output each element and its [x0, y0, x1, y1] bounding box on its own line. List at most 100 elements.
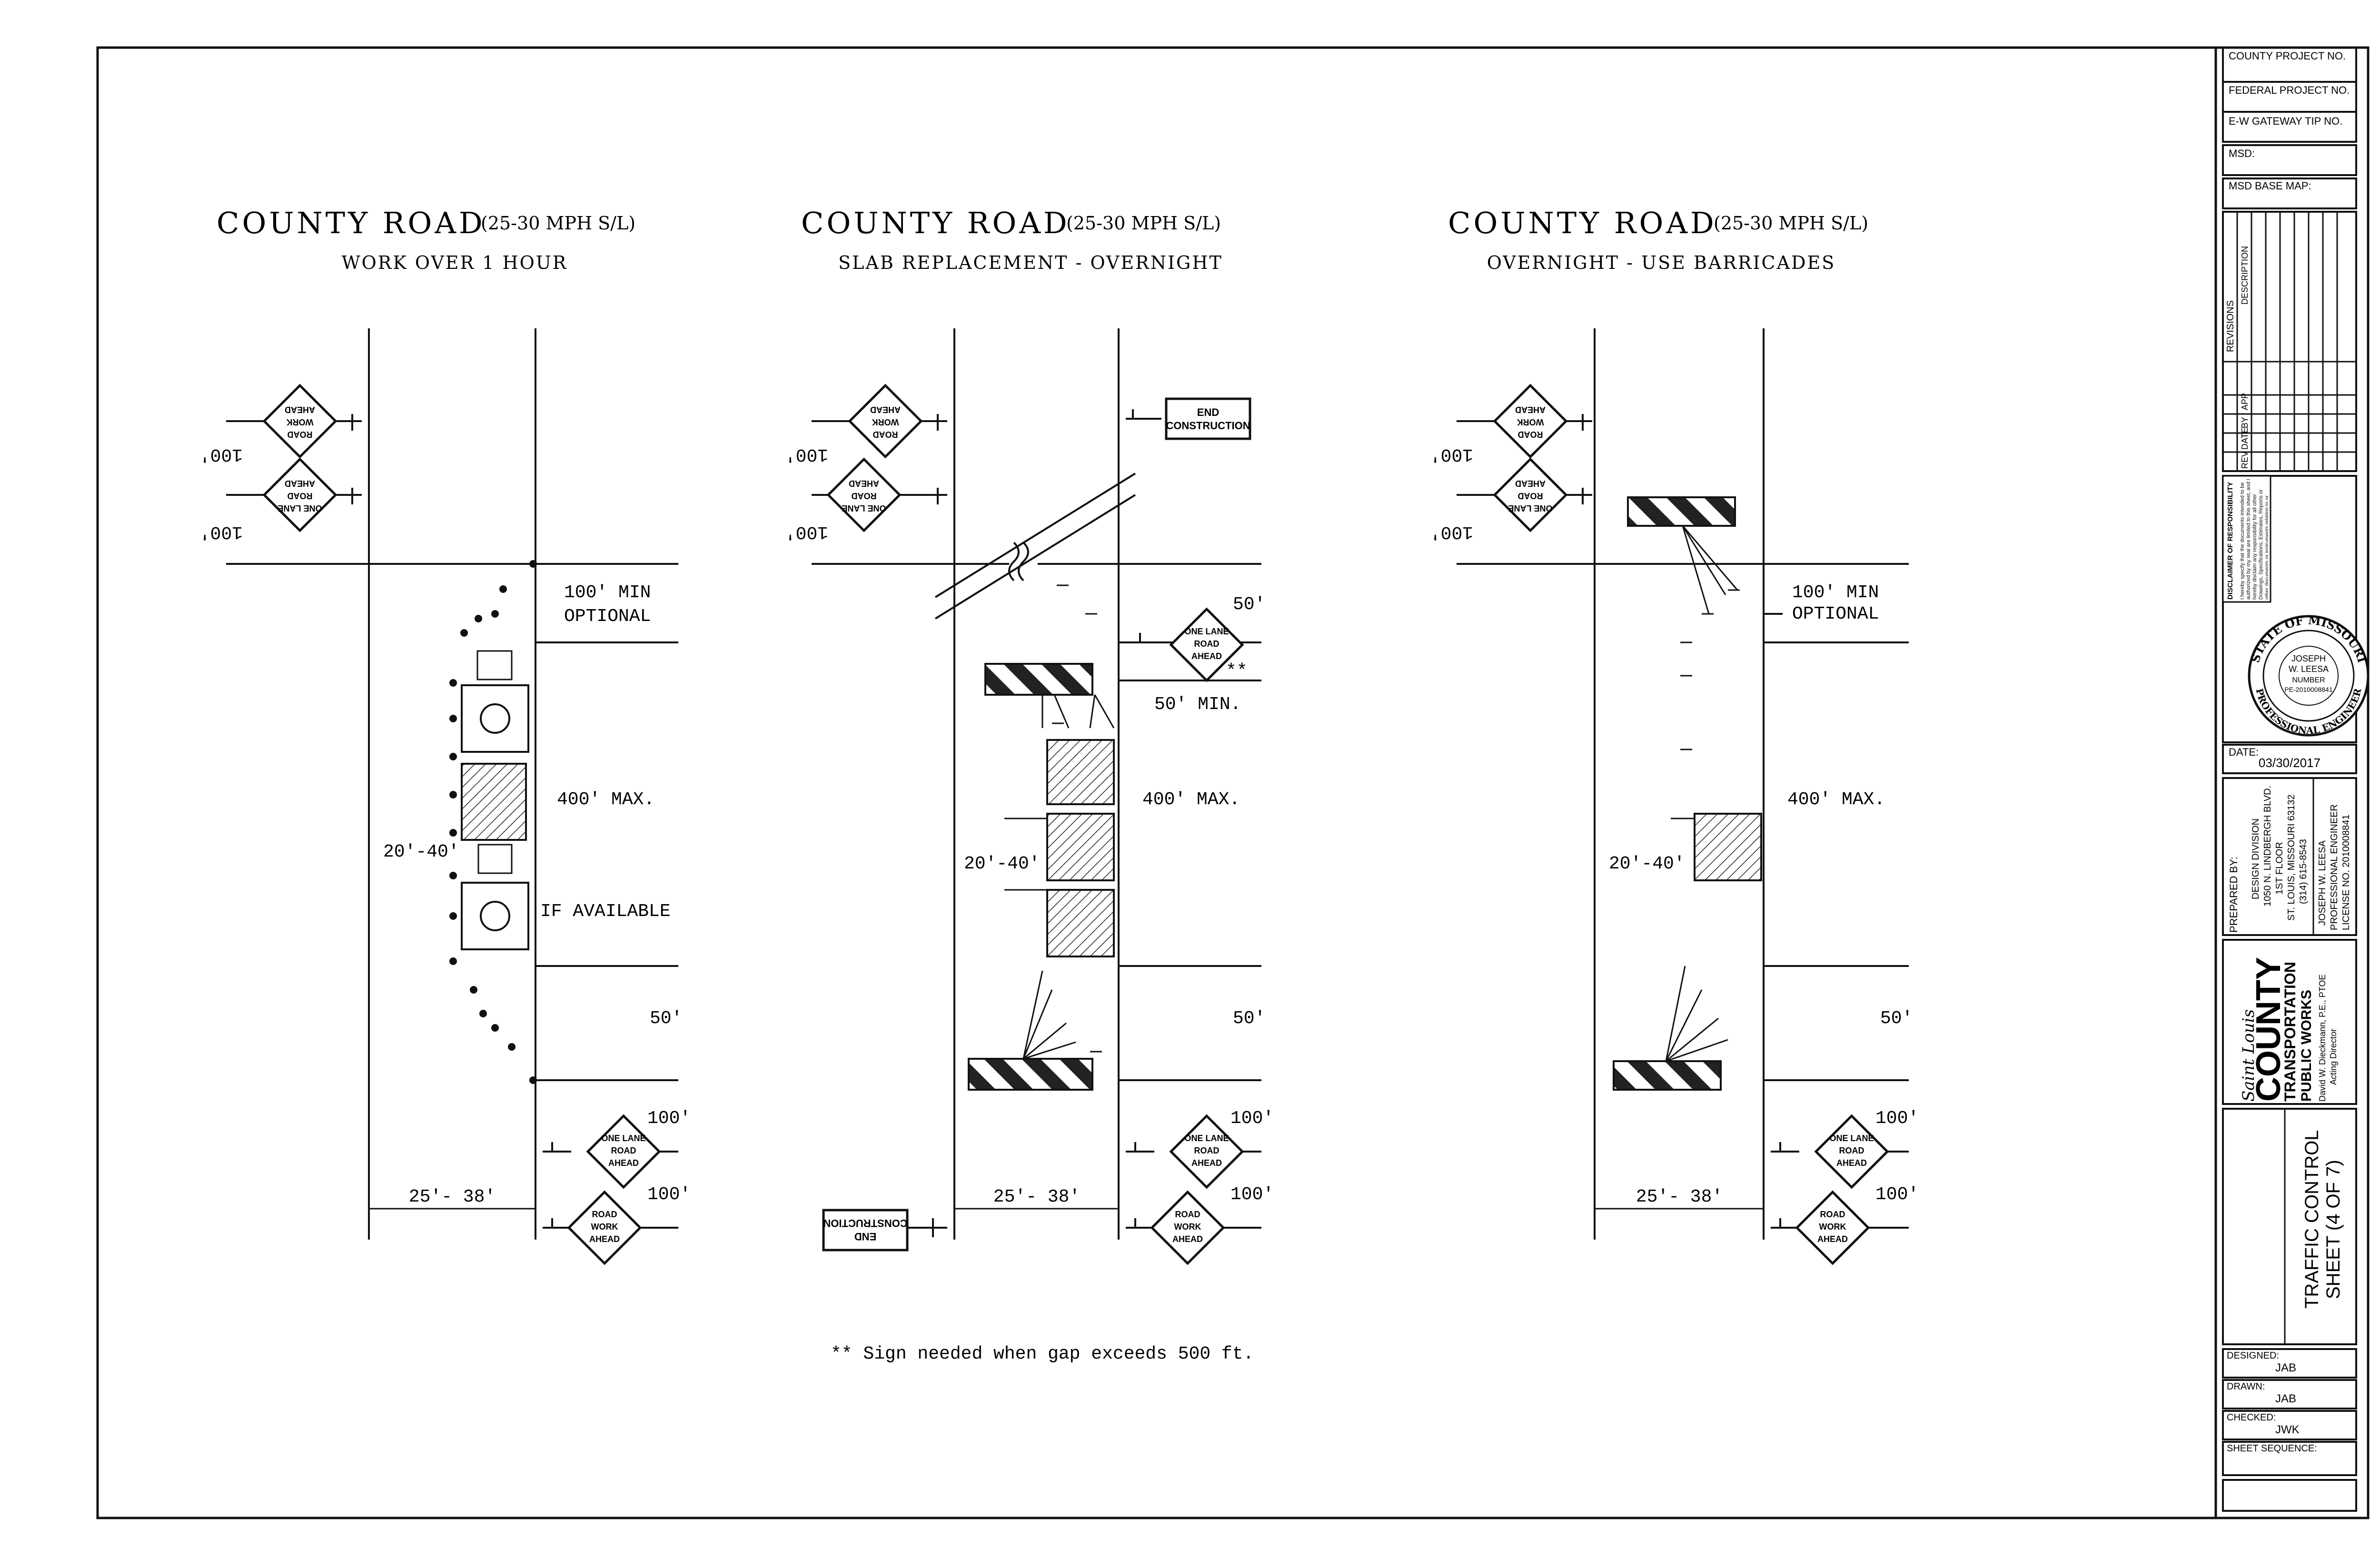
- one-lane-road-ahead-sign: ONE LANE ROAD AHEAD: [1493, 457, 1568, 532]
- svg-text:ROAD: ROAD: [592, 1210, 617, 1219]
- svg-text:ROAD: ROAD: [1175, 1210, 1200, 1219]
- barricade: [1627, 496, 1736, 527]
- min-optional-label: OPTIONAL: [1792, 604, 1879, 624]
- fifty-min-label: 50' MIN.: [1154, 694, 1241, 715]
- barricade: [1613, 1060, 1722, 1091]
- dist-label: 100': [1875, 1108, 1919, 1129]
- disclaimer: DISCLAIMER OF RESPONSIBILITY I hereby sp…: [2222, 475, 2271, 603]
- work-area: [1694, 813, 1762, 881]
- traffic-cones: [449, 560, 537, 1084]
- svg-text:JOSEPH W. LEESA: JOSEPH W. LEESA: [2317, 840, 2328, 926]
- svg-text:(314) 615-8543: (314) 615-8543: [2298, 839, 2309, 904]
- svg-text:ONE LANE: ONE LANE: [1184, 627, 1229, 636]
- county-project-label: COUNTY PROJECT NO.: [2229, 50, 2346, 62]
- svg-text:ROAD: ROAD: [1820, 1210, 1845, 1219]
- work-area: [461, 763, 527, 841]
- taper-label: 50': [1880, 1008, 1913, 1029]
- svg-text:ONE LANE: ONE LANE: [601, 1133, 645, 1143]
- svg-text:ROAD: ROAD: [1194, 1146, 1220, 1155]
- one-lane-road-ahead-sign: ONE LANE ROAD AHEAD: [262, 457, 337, 532]
- sheet-title: TRAFFIC CONTROL: [2301, 1130, 2322, 1309]
- revisions-table: REVISIONS REV DATE BY APP DESCRIPTION: [2223, 212, 2356, 471]
- checked-value: JWK: [2275, 1423, 2300, 1436]
- dist-label: 100': [1875, 1184, 1919, 1205]
- spacing-label: 20'-40': [964, 854, 1040, 874]
- svg-text:AHEAD: AHEAD: [1515, 405, 1546, 414]
- max-length-label: 400' MAX.: [1787, 789, 1885, 810]
- svg-text:WORK: WORK: [1819, 1222, 1846, 1232]
- svg-text:CONSTRUCTION: CONSTRUCTION: [823, 1217, 907, 1229]
- county-logo: Saint Louis COUNTY TRANSPORTATION PUBLIC…: [2239, 957, 2338, 1102]
- svg-text:CONSTRUCTION: CONSTRUCTION: [1166, 420, 1250, 432]
- svg-text:David W. Dieckmann, P.E., PTOE: David W. Dieckmann, P.E., PTOE: [2318, 975, 2327, 1102]
- sheet-sequence-label: SHEET SEQUENCE:: [2227, 1443, 2317, 1454]
- dist-label: 100': [785, 444, 828, 464]
- drawn-label: DRAWN:: [2227, 1381, 2265, 1392]
- dist-label: 100': [199, 522, 243, 542]
- footnote-marker: **: [1226, 661, 1248, 681]
- one-lane-road-ahead-sign: ONE LANE ROAD AHEAD: [1169, 607, 1244, 682]
- dist-label: 100': [647, 1108, 691, 1129]
- end-construction-sign: END CONSTRUCTION: [822, 1209, 909, 1252]
- svg-text:Saint Louis: Saint Louis: [2239, 1009, 2258, 1102]
- svg-text:COUNTY: COUNTY: [2250, 957, 2288, 1102]
- panel-2-speed: (25-30 MPH S/L): [1066, 213, 1221, 234]
- svg-text:ROAD: ROAD: [852, 491, 877, 501]
- svg-text:AHEAD: AHEAD: [1817, 1234, 1848, 1244]
- panel-3-subtitle: OVERNIGHT - USE BARRICADES: [1487, 252, 1836, 273]
- max-length-label: 400' MAX.: [1142, 789, 1240, 810]
- min-optional-label: OPTIONAL: [564, 606, 651, 627]
- one-lane-road-ahead-sign: ONE LANE ROAD AHEAD: [1814, 1114, 1889, 1189]
- road-width-label: 25'- 38': [993, 1187, 1080, 1207]
- dist-label: 100': [1230, 1108, 1274, 1129]
- date-label: DATE:: [2229, 746, 2259, 758]
- min-optional-label: 100' MIN: [1792, 582, 1879, 603]
- date-value: 03/30/2017: [2259, 756, 2320, 770]
- taper-label: 50': [1233, 1008, 1265, 1029]
- svg-text:ONE LANE: ONE LANE: [1829, 1133, 1874, 1143]
- panel-1-subtitle: WORK OVER 1 HOUR: [342, 252, 568, 273]
- svg-text:ROAD: ROAD: [1194, 639, 1220, 649]
- svg-text:1ST FLOOR: 1ST FLOOR: [2274, 842, 2285, 895]
- svg-text:ONE LANE: ONE LANE: [1508, 503, 1552, 513]
- svg-text:ROAD: ROAD: [288, 430, 313, 439]
- one-lane-road-ahead-sign: ONE LANE ROAD AHEAD: [826, 457, 902, 532]
- panel-overnight-use-barricades: COUNTY ROAD (25-30 MPH S/L) OVERNIGHT - …: [1430, 206, 1919, 1265]
- svg-text:AHEAD: AHEAD: [1191, 1158, 1222, 1168]
- work-vehicle: [461, 684, 529, 753]
- designed-label: DESIGNED:: [2227, 1350, 2279, 1361]
- panel-1-speed: (25-30 MPH S/L): [481, 213, 635, 234]
- svg-text:PE-2010008841: PE-2010008841: [2284, 686, 2332, 693]
- svg-text:WORK: WORK: [872, 417, 899, 427]
- svg-text:PROFESSIONAL ENGINEER: PROFESSIONAL ENGINEER: [2329, 804, 2340, 930]
- dist-label: 100': [1430, 444, 1473, 464]
- panel-1-title: COUNTY ROAD: [217, 206, 486, 240]
- msd-label: MSD:: [2229, 148, 2255, 159]
- dist-label: 100': [647, 1184, 691, 1205]
- fifty-label: 50': [1233, 594, 1265, 615]
- svg-text:LICENSE NO. 2010008841: LICENSE NO. 2010008841: [2341, 815, 2351, 931]
- designed-value: JAB: [2275, 1361, 2296, 1374]
- one-lane-road-ahead-sign: ONE LANE ROAD AHEAD: [586, 1114, 661, 1189]
- svg-text:ROAD: ROAD: [1839, 1146, 1864, 1155]
- svg-text:PREPARED BY:: PREPARED BY:: [2228, 857, 2240, 933]
- svg-text:ONE LANE: ONE LANE: [1184, 1133, 1229, 1143]
- road-work-ahead-sign: ROAD WORK AHEAD: [1795, 1190, 1870, 1265]
- svg-text:ONE LANE: ONE LANE: [842, 503, 886, 513]
- rev-col-header: DESCRIPTION: [2240, 246, 2250, 305]
- panel-slab-replacement-overnight: COUNTY ROAD (25-30 MPH S/L) SLAB REPLACE…: [785, 206, 1274, 1265]
- svg-text:W. LEESA: W. LEESA: [2289, 664, 2329, 674]
- panel-2-title: COUNTY ROAD: [801, 206, 1070, 240]
- svg-text:AHEAD: AHEAD: [1836, 1158, 1867, 1168]
- work-vehicle: [461, 882, 529, 950]
- road-work-ahead-sign: ROAD WORK AHEAD: [1493, 384, 1568, 459]
- dist-label: 100': [199, 444, 243, 464]
- svg-text:END: END: [854, 1231, 876, 1242]
- svg-text:AHEAD: AHEAD: [849, 479, 879, 488]
- barricade: [984, 663, 1093, 696]
- checked-label: CHECKED:: [2227, 1412, 2276, 1423]
- svg-text:WORK: WORK: [1174, 1222, 1201, 1232]
- svg-text:PUBLIC WORKS: PUBLIC WORKS: [2299, 990, 2314, 1102]
- svg-text:ROAD: ROAD: [611, 1146, 636, 1155]
